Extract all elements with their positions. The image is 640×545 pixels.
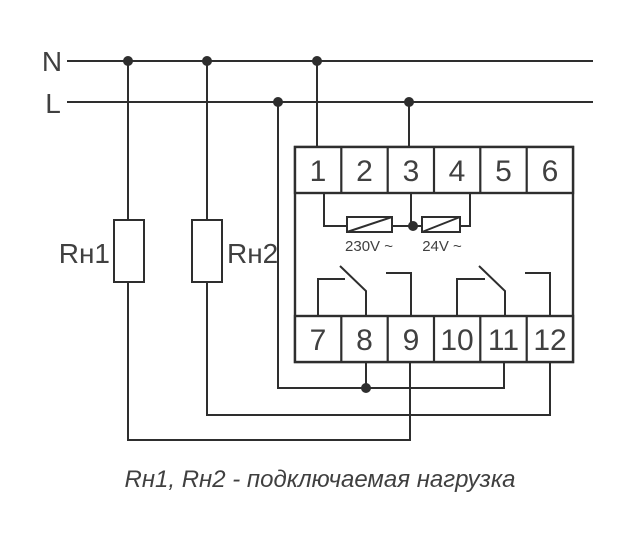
contact2-arm-11 [478,265,506,317]
terminal-6-label: 6 [542,155,559,188]
terminal-8-label: 8 [356,324,373,357]
terminal-2-label: 2 [356,155,373,188]
relay-contact-2 [456,265,551,317]
junction-dot-coil-mid [408,221,418,231]
coil-230v-label: 230V ~ [345,238,393,255]
coil-24v: 24V ~ [421,216,462,255]
contact1-stationary-7 [317,278,345,317]
n-bus-label: N [42,46,62,77]
load-rn2: Rн2 [191,219,278,283]
load-rn2-body [191,219,223,283]
terminal-3-label: 3 [403,155,420,188]
contact1-arm-8 [339,265,367,317]
terminal-row-top: 1 2 3 4 5 6 [293,145,575,195]
diagram-caption: Rн1, Rн2 - подключаемая нагрузка [124,466,515,493]
contact1-stationary-9 [386,272,412,317]
load-rn2-label: Rн2 [227,238,278,269]
coil-230v-diagonal [346,216,393,233]
coil-24v-label: 24V ~ [422,238,462,255]
junction-dot-l-terminal3 [404,97,414,107]
terminal-12-label: 12 [533,324,566,357]
coil-24v-diagonal [421,216,461,233]
relay-contact-1 [317,265,412,317]
terminal-4-label: 4 [449,155,466,188]
wire-l-to-terminal11 [277,102,505,389]
terminal-row-top-separators [340,147,528,193]
junction-dots [123,56,418,393]
contact2-stationary-12 [525,272,551,317]
wire-load1-to-terminal9 [127,282,411,441]
terminal-9-label: 9 [403,324,420,357]
junction-dot-terminal8 [361,383,371,393]
junction-dot-n-terminal1 [312,56,322,66]
load-rn1: Rн1 [59,219,145,283]
junction-dot-n-load1 [123,56,133,66]
terminal-5-label: 5 [495,155,512,188]
l-bus-label: L [45,88,61,119]
terminal-11-label: 11 [488,324,519,357]
wire-terminal1-to-coil230 [323,193,347,227]
junction-dot-n-load2 [202,56,212,66]
terminal-1-label: 1 [310,155,327,188]
terminal-7-label: 7 [310,324,327,357]
load-rn1-body [113,219,145,283]
load-rn1-label: Rн1 [59,238,110,269]
coil-230v: 230V ~ [345,216,393,255]
wire-load2-to-terminal12 [206,282,551,416]
contact2-stationary-10 [456,278,485,317]
terminal-10-label: 10 [440,324,473,357]
terminal-row-bottom-separators [340,316,528,362]
wire-coil24-to-terminal4 [460,193,471,227]
terminal-row-bottom: 7 8 9 10 11 12 [293,314,575,364]
junction-dot-l-tap [273,97,283,107]
